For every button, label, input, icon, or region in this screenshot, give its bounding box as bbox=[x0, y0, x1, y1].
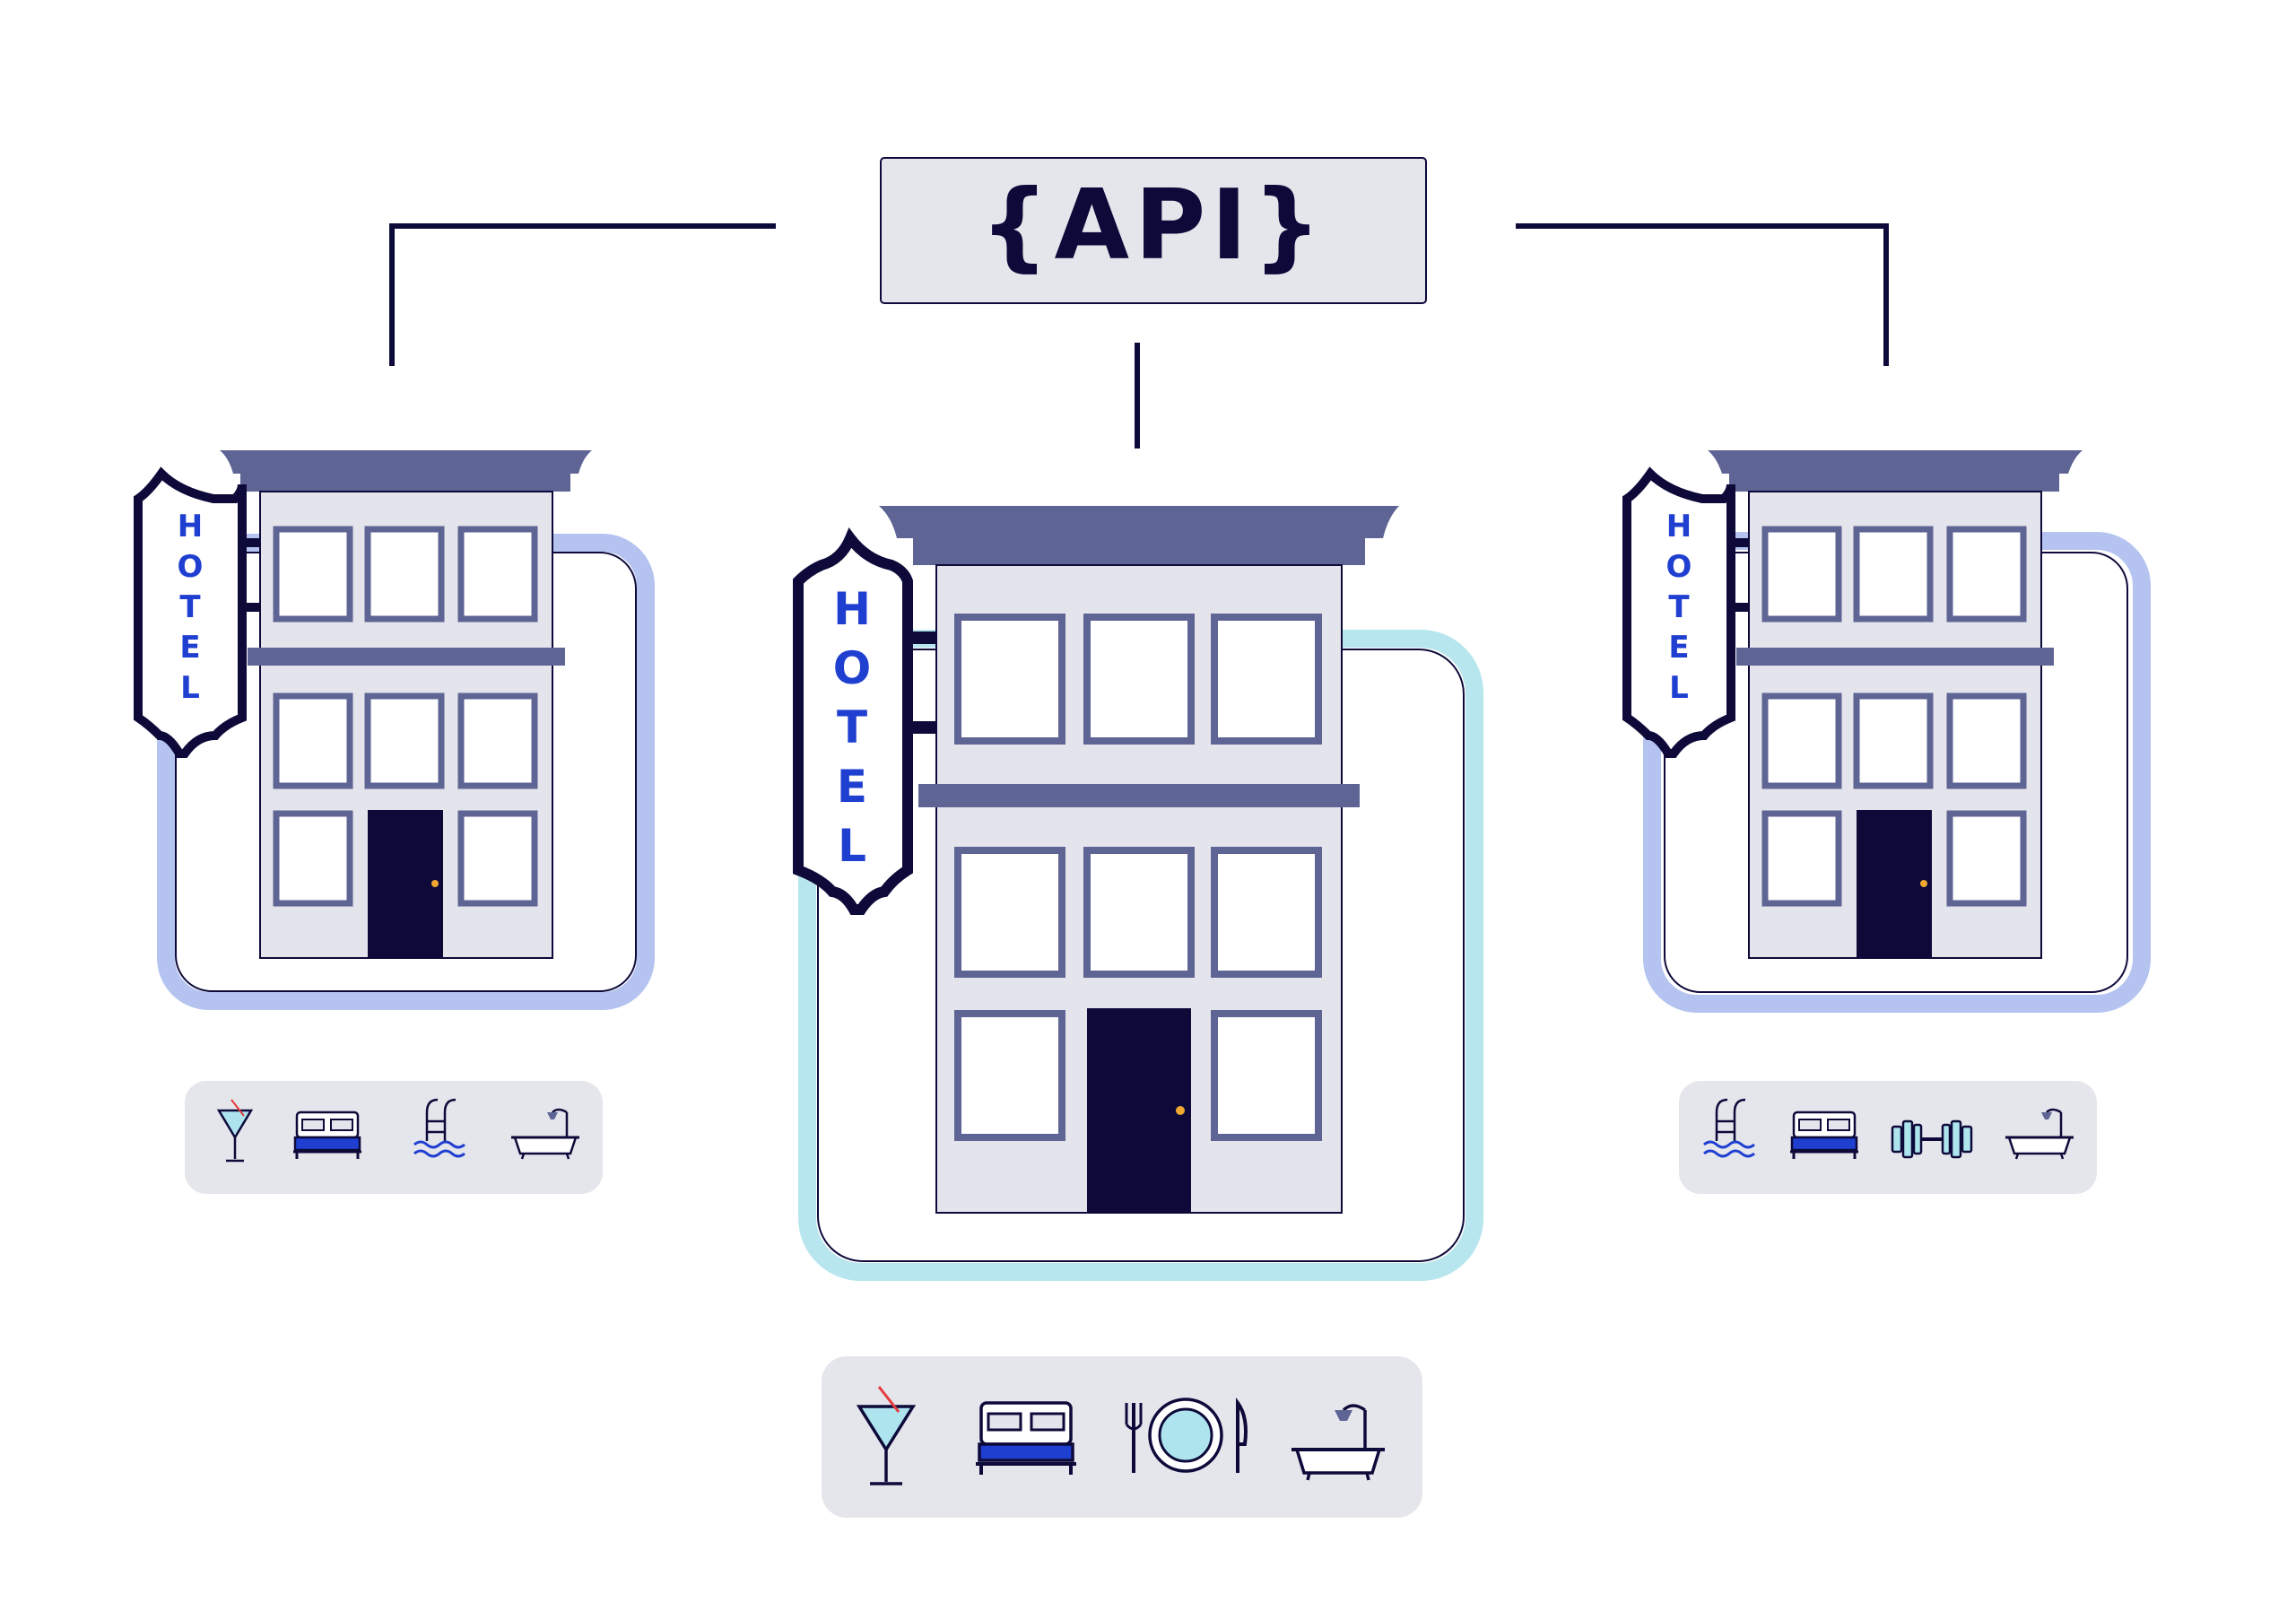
sign-letter: L bbox=[1669, 670, 1689, 706]
dumbbell-icon bbox=[1891, 1119, 1973, 1159]
floor-ledge bbox=[1736, 648, 2054, 666]
door-knob bbox=[431, 880, 439, 887]
roof-band bbox=[1729, 474, 2059, 492]
roof-band bbox=[913, 538, 1365, 565]
door-knob bbox=[1920, 880, 1927, 887]
sign-letter: O bbox=[178, 549, 204, 585]
sign-letter: T bbox=[1668, 589, 1690, 625]
connector-right bbox=[1516, 223, 1889, 366]
sign-letter: L bbox=[838, 820, 866, 872]
dining-icon bbox=[1125, 1397, 1248, 1473]
sign-letter: E bbox=[1668, 630, 1689, 666]
sign-letter: L bbox=[180, 670, 200, 706]
api-label: {API} bbox=[980, 170, 1327, 282]
amenity-panel bbox=[185, 1081, 603, 1194]
connector-left bbox=[389, 223, 776, 366]
roof-band bbox=[240, 474, 570, 492]
hotel-sign bbox=[1622, 466, 1735, 758]
hotel-center: H O T E L bbox=[793, 506, 1483, 1518]
sign-letter: E bbox=[837, 761, 867, 813]
sign-letters: H O T E L bbox=[1666, 509, 1692, 706]
sign-bracket bbox=[235, 538, 260, 547]
cocktail-icon bbox=[216, 1099, 254, 1163]
bathtub-icon bbox=[1292, 1404, 1385, 1481]
door-knob bbox=[1176, 1106, 1185, 1115]
floor-ledge bbox=[248, 648, 565, 666]
sign-letter: E bbox=[179, 630, 200, 666]
sign-letter: O bbox=[833, 642, 872, 694]
hotel-right: H O T E L bbox=[1622, 450, 2151, 1194]
hotel-sign bbox=[134, 466, 247, 758]
bathtub-icon bbox=[2005, 1108, 2074, 1160]
sign-letters: H O T E L bbox=[833, 583, 872, 872]
bed-icon bbox=[976, 1401, 1076, 1475]
bathtub-icon bbox=[511, 1108, 579, 1160]
door bbox=[1857, 810, 1932, 958]
door bbox=[1087, 1008, 1191, 1213]
roof-cornice bbox=[220, 450, 592, 474]
sign-bracket bbox=[1724, 538, 1749, 547]
sign-letter: T bbox=[837, 701, 867, 753]
windows bbox=[1761, 526, 2027, 907]
hotel-sign bbox=[793, 527, 913, 915]
windows bbox=[273, 526, 538, 907]
sign-bracket bbox=[235, 603, 260, 612]
sign-letter: O bbox=[1666, 549, 1692, 585]
sign-letter: T bbox=[179, 589, 201, 625]
sign-bracket bbox=[1724, 603, 1749, 612]
windows bbox=[954, 614, 1322, 1141]
roof-cornice bbox=[1708, 450, 2083, 474]
bed-icon bbox=[293, 1110, 361, 1159]
sign-letters: H O T E L bbox=[178, 509, 204, 706]
floor-ledge bbox=[918, 784, 1360, 807]
door bbox=[368, 810, 443, 958]
roof-cornice bbox=[879, 506, 1399, 538]
sign-letter: H bbox=[833, 583, 871, 635]
connectors bbox=[389, 223, 1889, 449]
sign-letter: H bbox=[178, 509, 203, 544]
pool-icon bbox=[1703, 1098, 1755, 1158]
bed-icon bbox=[1790, 1110, 1858, 1159]
cocktail-icon bbox=[856, 1386, 917, 1485]
sign-letter: H bbox=[1666, 509, 1692, 544]
amenity-panel bbox=[1679, 1081, 2097, 1194]
pool-icon bbox=[413, 1098, 465, 1158]
api-node: {API} bbox=[880, 157, 1427, 304]
hotel-left: H O T E L bbox=[134, 450, 655, 1194]
amenity-panel bbox=[822, 1356, 1422, 1518]
